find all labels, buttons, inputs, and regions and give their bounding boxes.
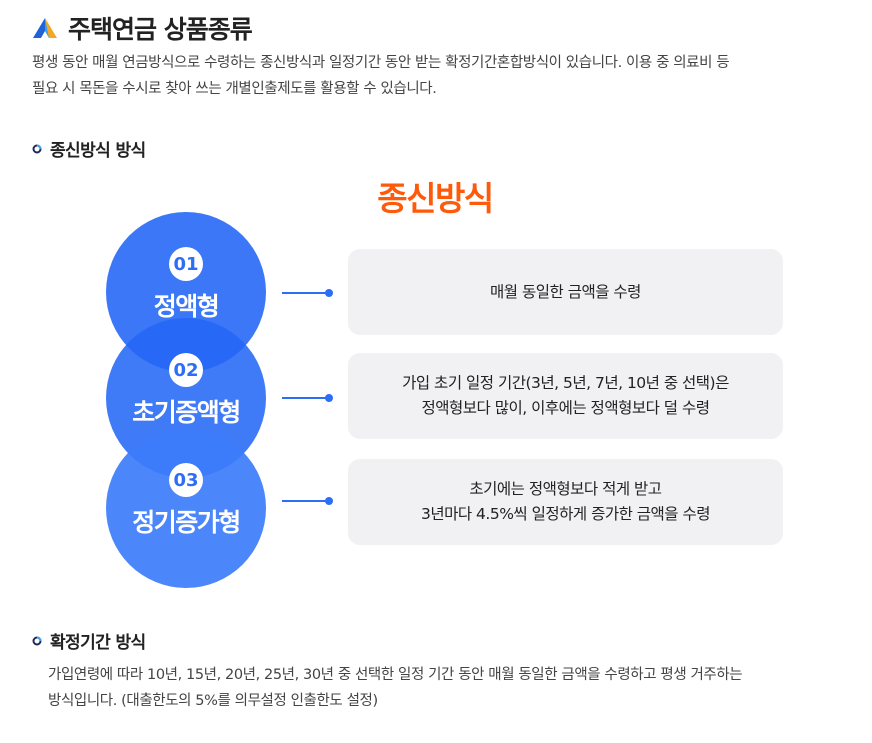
circle-label-3: 정기증가형 xyxy=(132,508,241,537)
description-box-1: 매월 동일한 금액을 수령 xyxy=(348,249,783,335)
circle-label-2: 초기증액형 xyxy=(132,398,241,427)
circle-item-3: 03 정기증가형 xyxy=(106,428,266,588)
section-heading-fixed-term: 확정기간 방식 xyxy=(32,628,146,653)
ring-bullet-icon xyxy=(32,636,42,645)
number-badge-1: 01 xyxy=(169,247,203,281)
connector-line-2 xyxy=(282,394,333,402)
page-title: 주택연금 상품종류 xyxy=(68,15,253,44)
description-1-line-1: 매월 동일한 금액을 수령 xyxy=(490,282,641,301)
connector-line-1 xyxy=(282,289,333,297)
number-badge-2: 02 xyxy=(169,353,203,387)
intro-line-2: 필요 시 목돈을 수시로 찾아 쓰는 개별인출제도를 활용할 수 있습니다. xyxy=(32,81,437,97)
description-box-3: 초기에는 정액형보다 적게 받고 3년마다 4.5%씩 일정하게 증가한 금액을… xyxy=(348,459,783,545)
number-badge-3: 03 xyxy=(169,463,203,497)
diagram-title: 종신방식 xyxy=(377,179,494,218)
intro-line-1: 평생 동안 매월 연금방식으로 수령하는 종신방식과 일정기간 동안 받는 확정… xyxy=(32,55,730,71)
circle-label-1: 정액형 xyxy=(153,292,220,321)
page-header: 주택연금 상품종류 xyxy=(32,10,253,46)
description-2-line-2: 정액형보다 많이, 이후에는 정액형보다 덜 수령 xyxy=(421,399,710,417)
section-heading-fixed-term-label: 확정기간 방식 xyxy=(50,633,146,653)
description-3-line-1: 초기에는 정액형보다 적게 받고 xyxy=(469,480,662,498)
logo-icon xyxy=(33,18,57,38)
connector-line-3 xyxy=(282,497,333,505)
description-3-line-2: 3년마다 4.5%씩 일정하게 증가한 금액을 수령 xyxy=(420,505,711,523)
ring-bullet-icon xyxy=(32,144,42,153)
description-box-2: 가입 초기 일정 기간(3년, 5년, 7년, 10년 중 선택)은 정액형보다… xyxy=(348,353,783,439)
fixed-term-description: 가입연령에 따라 10년, 15년, 20년, 25년, 30년 중 선택한 일… xyxy=(48,662,848,714)
fixed-term-line-1: 가입연령에 따라 10년, 15년, 20년, 25년, 30년 중 선택한 일… xyxy=(48,667,743,683)
section-heading-lifetime: 종신방식 방식 xyxy=(32,136,146,161)
section-heading-lifetime-label: 종신방식 방식 xyxy=(50,141,146,161)
description-2-line-1: 가입 초기 일정 기간(3년, 5년, 7년, 10년 중 선택)은 xyxy=(402,374,729,392)
intro-text: 평생 동안 매월 연금방식으로 수령하는 종신방식과 일정기간 동안 받는 확정… xyxy=(32,50,852,102)
fixed-term-line-2: 방식입니다. (대출한도의 5%를 의무설정 인출한도 설정) xyxy=(48,693,378,709)
